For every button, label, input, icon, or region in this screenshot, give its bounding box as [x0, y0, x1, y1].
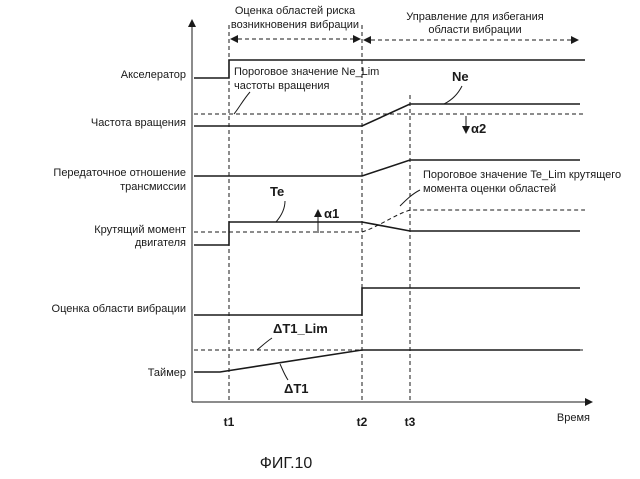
te-leader [276, 201, 285, 222]
ne-leader [444, 86, 462, 104]
dt1-label: ΔT1 [284, 381, 309, 396]
ne-threshold-label-2: частоты вращения [234, 80, 329, 92]
row-label-accelerator: Акселератор [121, 69, 186, 81]
row-label-engine-torque-2: двигателя [135, 237, 186, 249]
row-label-engine-torque-1: Крутящий момент [94, 224, 186, 236]
ne-label: Ne [452, 69, 469, 84]
phase-avoidance-title-2: области вибрации [428, 24, 521, 36]
vibration-estimate-signal [194, 288, 580, 315]
phase-estimation-title-2: возникновения вибрации [231, 19, 359, 31]
ne-threshold-leader [234, 92, 250, 114]
dt1-lim-label: ΔT1_Lim [273, 321, 328, 336]
timer-signal [194, 350, 580, 372]
tick-t1: t1 [224, 415, 235, 429]
ne-signal [194, 104, 580, 126]
row-label-vibration-estimate: Оценка области вибрации [52, 303, 186, 315]
te-threshold-label-1: Пороговое значение Te_Lim крутящего [423, 169, 621, 181]
te-label: Te [270, 184, 284, 199]
te-signal [194, 222, 580, 245]
alpha2-label: α2 [471, 121, 486, 136]
phase-avoidance-title-1: Управление для избегания [406, 11, 544, 23]
time-axis-label: Время [557, 412, 590, 424]
phase-estimation-title-1: Оценка областей риска [235, 5, 356, 17]
figure-caption: ФИГ.10 [260, 455, 313, 472]
tick-t3: t3 [405, 415, 416, 429]
dt1-leader [280, 364, 288, 380]
dt1-lim-leader [257, 338, 272, 350]
alpha1-label: α1 [324, 206, 339, 221]
tick-t2: t2 [357, 415, 368, 429]
row-label-gear-ratio-1: Передаточное отношение [53, 167, 186, 179]
ne-threshold-label-1: Пороговое значение Ne_Lim [234, 66, 379, 78]
row-label-timer: Таймер [148, 367, 186, 379]
te-threshold-label-2: момента оценки областей [423, 183, 556, 195]
row-label-gear-ratio-2: трансмиссии [120, 181, 186, 193]
row-label-rotation-speed: Частота вращения [91, 117, 186, 129]
